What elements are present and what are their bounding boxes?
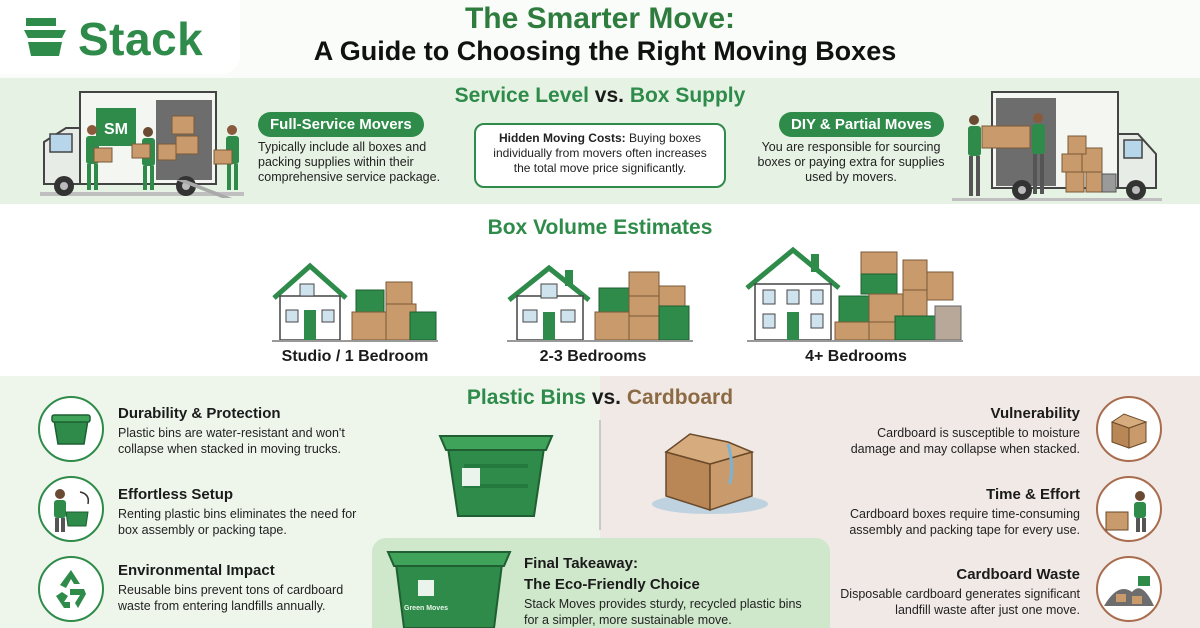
landfill-icon [1104, 576, 1154, 606]
service-title-a: Service Level [454, 84, 589, 107]
diy-partial-moves-desc: You are responsible for sourcing boxes o… [757, 140, 945, 184]
recycle-icon [56, 570, 86, 608]
time-effort-icon-circle [1096, 476, 1162, 542]
plastic-bin-illustration [438, 435, 554, 517]
green-moves-bin-illustration: Green Moves [386, 551, 512, 628]
plastic-feature-title-2: Effortless Setup [118, 486, 234, 503]
vulnerability-icon-circle [1096, 396, 1162, 462]
svg-text:SM: SM [104, 121, 128, 138]
environmental-icon-circle [38, 556, 104, 622]
compare-title-a: Plastic Bins [466, 386, 586, 409]
person-taping-box-icon [1105, 491, 1146, 532]
final-takeaway-title-line1: Final Takeaway: [524, 555, 638, 572]
hidden-costs-label: Hidden Moving Costs: [498, 131, 626, 145]
bin-icon [51, 414, 91, 445]
service-title-b: Box Supply [629, 84, 746, 107]
plastic-feature-desc-2: Renting plastic bins eliminates the need… [118, 507, 357, 537]
cardboard-feature-desc-3: Disposable cardboard generates significa… [840, 587, 1080, 617]
final-takeaway-title: Final Takeaway: The Eco-Friendly Choice [524, 553, 700, 595]
waste-icon-circle [1096, 556, 1162, 622]
volume-label-4-bedrooms: 4+ Bedrooms [805, 348, 907, 365]
box-volume-title: Box Volume Estimates [487, 216, 713, 239]
plastic-feature-desc-1: Plastic bins are water-resistant and won… [118, 426, 345, 456]
plastic-feature-title-1: Durability & Protection [118, 405, 281, 422]
durability-icon-circle [38, 396, 104, 462]
final-takeaway-title-line2: The Eco-Friendly Choice [524, 576, 700, 593]
person-with-bin-icon [54, 489, 90, 532]
damaged-cardboard-illustration [652, 433, 768, 514]
hidden-costs-callout: Hidden Moving Costs: Buying boxes indivi… [474, 123, 726, 188]
page-title-line2: A Guide to Choosing the Right Moving Box… [313, 36, 897, 66]
diy-truck-illustration [952, 91, 1162, 201]
compare-title-b: Cardboard [626, 386, 734, 409]
bin-brand-text: Green Moves [404, 605, 448, 612]
moving-truck-illustration: SM [40, 91, 244, 198]
volume-label-2-3-bedrooms: 2-3 Bedrooms [539, 348, 647, 365]
plastic-feature-desc-3: Reusable bins prevent tons of cardboard … [118, 583, 344, 613]
service-section-title: Service Level vs. Box Supply [380, 84, 820, 108]
compare-divider [599, 420, 601, 530]
two-three-bedroom-house-boxes-illustration [507, 264, 693, 342]
brand-name: Stack [78, 13, 204, 65]
cardboard-feature-desc-2: Cardboard boxes require time-consuming a… [849, 507, 1080, 537]
full-service-movers-desc: Typically include all boxes and packing … [258, 140, 441, 184]
diy-partial-moves-label: DIY & Partial Moves [779, 112, 944, 137]
studio-house-boxes-illustration [272, 262, 438, 342]
plastic-feature-title-3: Environmental Impact [118, 562, 275, 579]
four-bedroom-house-boxes-illustration [745, 246, 963, 342]
cardboard-feature-title-2: Time & Effort [986, 486, 1080, 503]
setup-icon-circle [38, 476, 104, 542]
compare-title-vs: vs. [591, 386, 622, 409]
page-title-line1: The Smarter Move: [464, 2, 736, 35]
full-service-movers-label: Full-Service Movers [258, 112, 424, 137]
cardboard-feature-title-1: Vulnerability [990, 405, 1080, 422]
stack-logo-icon [24, 18, 66, 56]
cardboard-feature-desc-1: Cardboard is susceptible to moisture dam… [850, 426, 1080, 456]
cardboard-feature-title-3: Cardboard Waste [956, 566, 1080, 583]
volume-label-studio: Studio / 1 Bedroom [281, 348, 429, 365]
logo[interactable]: Stack [0, 0, 240, 74]
damaged-box-icon [1110, 413, 1148, 449]
final-takeaway-desc: Stack Moves provides sturdy, recycled pl… [524, 597, 802, 627]
hidden-costs-desc: Buying boxes individually from movers of… [493, 131, 707, 175]
compare-title: Plastic Bins vs. Cardboard [400, 386, 800, 410]
service-title-vs: vs. [594, 84, 624, 107]
